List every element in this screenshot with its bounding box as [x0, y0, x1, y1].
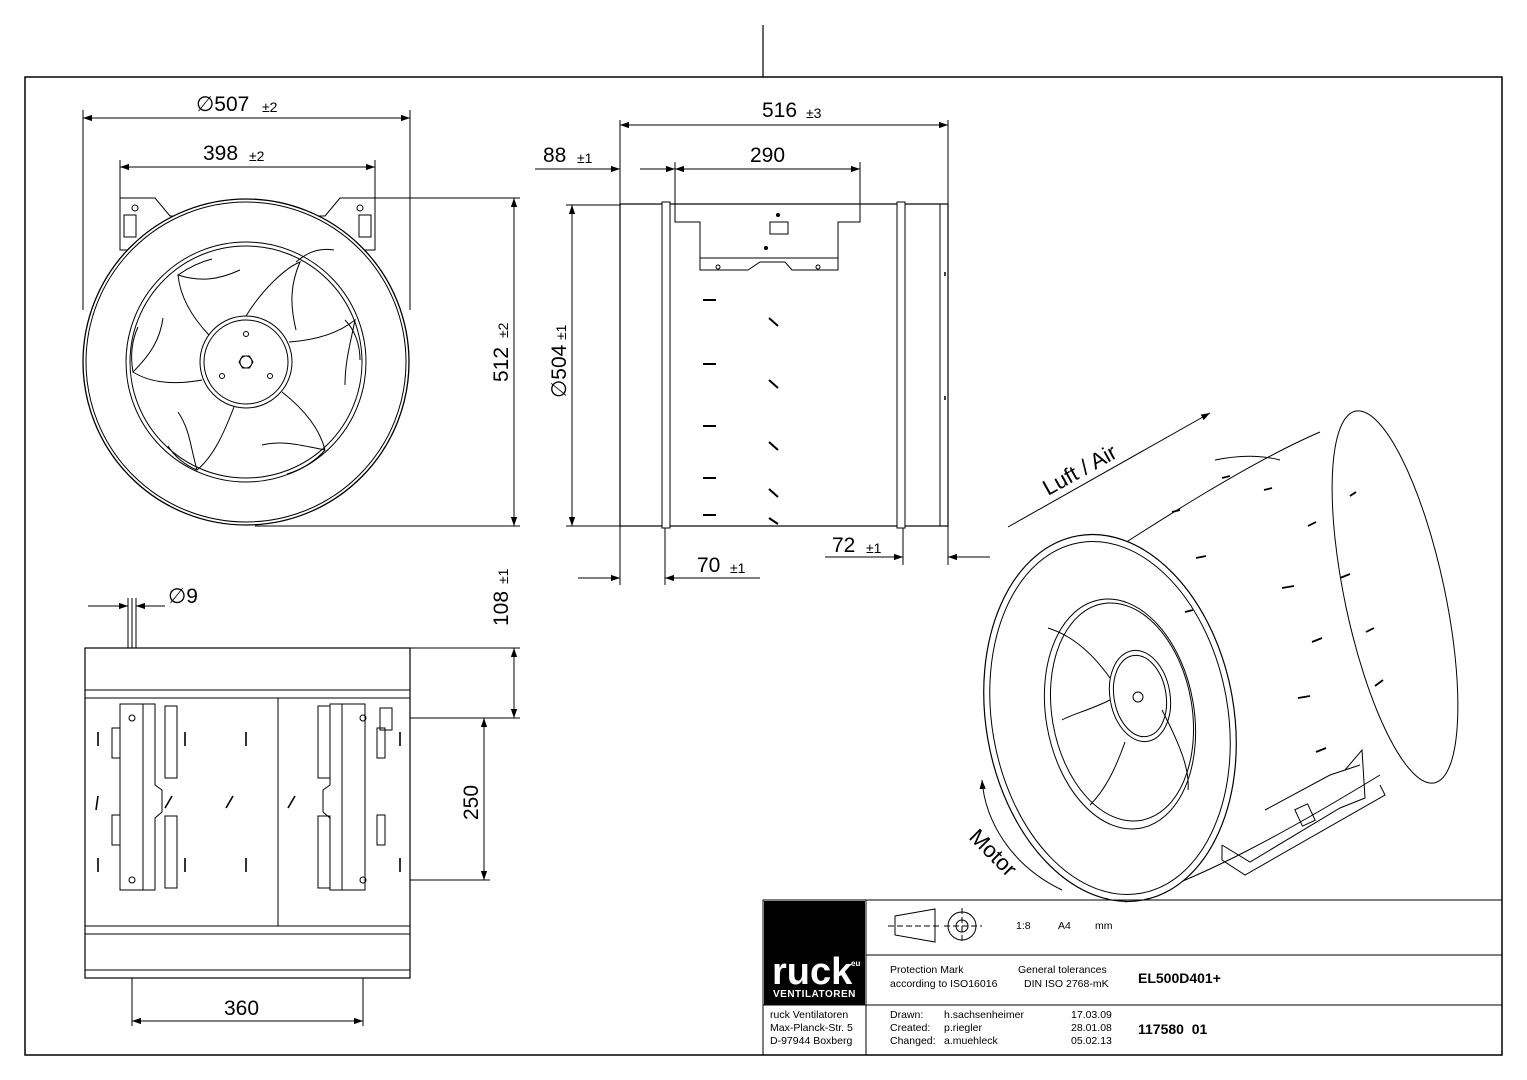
protection-line1: Protection Mark — [890, 964, 964, 976]
company-city: D-97944 Boxberg — [770, 1035, 852, 1047]
dim-hole-diameter: ∅9 — [168, 585, 198, 608]
tolerance-line2: DIN ISO 2768-mK — [1024, 978, 1109, 990]
bottom-view-dimensions — [88, 602, 518, 1025]
dim-foot-height: 108 — [490, 591, 513, 626]
side-view — [566, 120, 949, 585]
logo-text: ruck — [772, 951, 853, 993]
bottom-view — [84, 598, 520, 1026]
title-block — [762, 899, 1503, 1056]
dim-outlet-collar: 72 — [832, 534, 855, 557]
dim-overall-length-tol: ±3 — [806, 105, 822, 121]
dim-duct-diameter: ∅504 — [548, 344, 571, 398]
dim-duct-diameter-tol: ±1 — [553, 324, 569, 340]
paper-format: A4 — [1058, 920, 1071, 932]
dim-inlet-offset: 88 — [543, 144, 566, 167]
dim-inlet-collar: 70 — [697, 554, 720, 577]
scale-value: 1:8 — [1016, 920, 1031, 932]
front-view-dimensions — [83, 114, 518, 526]
drawn-name: h.sachsenheimer — [944, 1009, 1024, 1021]
changed-label: Changed: — [890, 1035, 936, 1047]
product-code: EL500D401+ — [1138, 970, 1221, 986]
dim-outer-diameter: ∅507 — [196, 93, 249, 116]
logo-superscript: eu — [851, 959, 860, 968]
tolerance-line1: General tolerances — [1018, 964, 1107, 976]
units: mm — [1095, 920, 1113, 932]
dim-bracket-width-tol: ±2 — [249, 148, 265, 164]
projection-symbol-icon — [888, 908, 982, 944]
dim-hole-spacing-y: 250 — [460, 785, 483, 820]
created-name: p.riegler — [944, 1022, 982, 1034]
isometric-view — [979, 410, 1459, 903]
company-street: Max-Planck-Str. 5 — [770, 1022, 853, 1034]
created-date: 28.01.08 — [1071, 1022, 1112, 1034]
dim-outlet-collar-tol: ±1 — [866, 540, 882, 556]
front-view — [82, 110, 520, 527]
dim-bracket-length: 290 — [750, 144, 785, 167]
dim-inlet-collar-tol: ±1 — [730, 560, 746, 576]
logo-subtitle: VENTILATOREN — [773, 989, 856, 1000]
logo-box — [764, 901, 865, 1005]
side-view-dimensions — [535, 121, 990, 582]
created-label: Created: — [890, 1022, 930, 1034]
dim-foot-height-tol: ±1 — [495, 568, 511, 584]
dim-height-tol: ±2 — [495, 322, 511, 338]
dim-inlet-offset-tol: ±1 — [577, 150, 593, 166]
changed-name: a.muehleck — [944, 1035, 998, 1047]
dim-hole-spacing-x: 360 — [224, 997, 259, 1020]
dim-bracket-width: 398 — [203, 142, 238, 165]
company-name: ruck Ventilatoren — [770, 1009, 848, 1021]
drawing-number: 117580 01 — [1138, 1021, 1208, 1037]
dim-overall-length: 516 — [762, 99, 797, 122]
drawn-label: Drawn: — [890, 1009, 923, 1021]
dim-height: 512 — [490, 347, 513, 382]
dim-outer-diameter-tol: ±2 — [262, 99, 278, 115]
protection-line2: according to ISO16016 — [890, 978, 998, 990]
changed-date: 05.02.13 — [1071, 1035, 1112, 1047]
drawn-date: 17.03.09 — [1071, 1009, 1112, 1021]
